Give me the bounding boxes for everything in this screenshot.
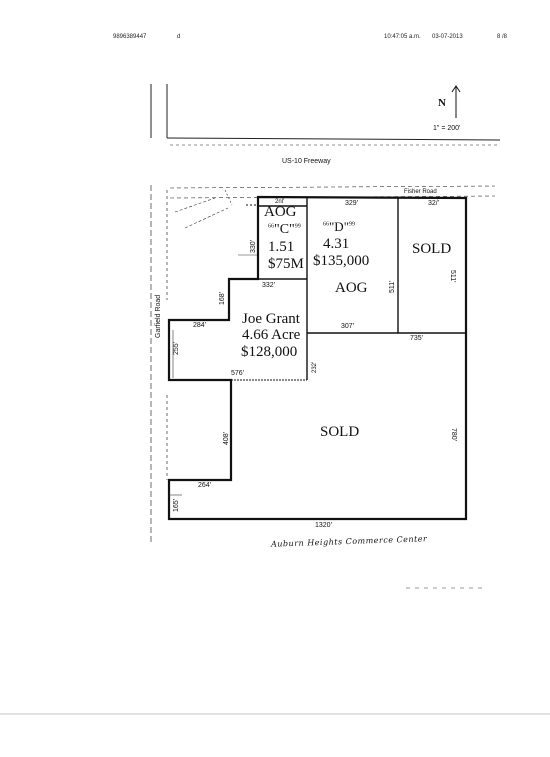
- dim-step-576: 576': [231, 370, 245, 377]
- parcel-d-price: $135,000: [313, 253, 370, 269]
- dim-bottom-1320: 1320': [315, 522, 332, 529]
- dim-left-c: 330': [250, 239, 257, 253]
- dim-step-168: 168': [219, 291, 226, 305]
- fax-page: 8 /8: [497, 34, 508, 40]
- parcel-d-acres: 4.31: [323, 236, 350, 252]
- dim-vert-232: 232': [312, 361, 318, 373]
- dim-bottom-264: 264': [198, 482, 212, 489]
- fax-phone-number: 9896389447: [113, 34, 147, 40]
- dim-bottom-165: 165': [173, 498, 180, 512]
- fax-date: 03-07-2013: [432, 34, 463, 40]
- dim-right-780: 780': [450, 428, 457, 442]
- dim-vert-408: 408': [223, 431, 230, 445]
- parcel-joe-owner: Joe Grant: [242, 311, 300, 327]
- dim-top-d: 329': [345, 200, 359, 207]
- north-label: N: [438, 97, 446, 109]
- parcel-joe-price: $128,000: [241, 344, 298, 360]
- garfield-road-label: Garfield Road: [155, 294, 162, 338]
- fax-time: 10:47:05 a.m.: [384, 34, 421, 40]
- dim-mid-307: 307': [341, 323, 355, 330]
- parcel-joe-acres: 4.66 Acre: [242, 327, 301, 343]
- parcel-c-name: 66"C"99: [268, 222, 301, 237]
- dim-mid-735: 735': [410, 335, 424, 342]
- north-arrow-icon: [451, 85, 461, 118]
- parcel-c-owner: AOG: [264, 204, 297, 220]
- parcel-c-price: $75M: [268, 256, 304, 272]
- dim-inner-511: 511': [389, 280, 396, 294]
- dim-left-284: 284': [193, 322, 207, 329]
- dim-bottom-c: 332': [262, 282, 276, 289]
- sold-lower-label: SOLD: [320, 424, 360, 440]
- fisher-road-line-upper: [169, 185, 496, 189]
- parcel-d-owner: AOG: [335, 280, 368, 296]
- dim-left-255: 255': [173, 341, 180, 355]
- dim-top-e: 32/': [428, 200, 440, 207]
- dim-right-511: 511': [449, 270, 456, 283]
- parcel-c-acres: 1.51: [268, 239, 295, 255]
- inset-bottom-edge: [166, 137, 501, 141]
- dim-top-c: 2nl': [275, 199, 285, 205]
- map-scale: 1" = 200': [433, 125, 461, 132]
- fax-mark: d: [177, 34, 181, 40]
- sold-upper-label: SOLD: [412, 241, 452, 257]
- fisher-road-label: Fisher Road: [404, 189, 437, 195]
- freeway-label: US-10 Freeway: [282, 158, 331, 165]
- parcel-d-name: 66"D"99: [323, 219, 356, 234]
